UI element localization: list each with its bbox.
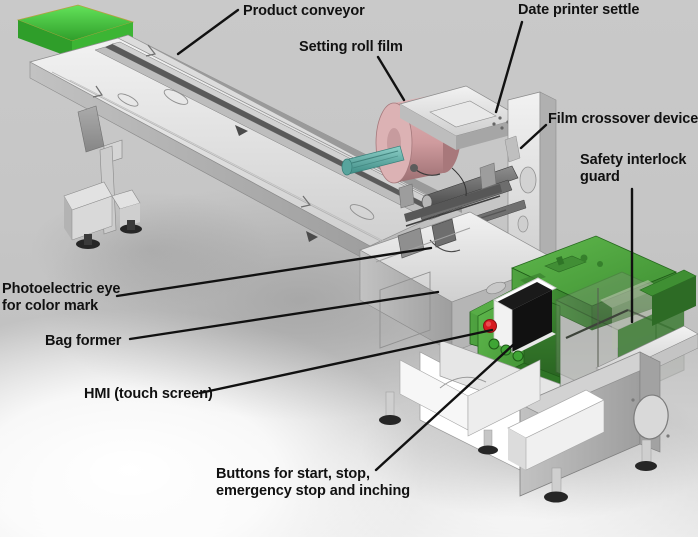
label-line-1: Safety interlock [580,152,687,168]
label-setting-roll-film: Setting roll film [299,39,403,55]
machine-base [379,339,670,503]
label-control-buttons: Buttons for start, stop,emergency stop a… [216,466,410,500]
hmi-panel[interactable] [492,277,558,354]
label-hmi-touch-screen: HMI (touch screen) [84,386,213,402]
leader-film-crossover-device [519,123,548,150]
machine-upright-frame [504,91,557,269]
leader-control-buttons [374,342,516,472]
leader-photoelectric-eye [115,246,433,298]
leader-bag-former [128,290,440,341]
leader-hmi [198,328,494,395]
leader-product-conveyor [176,8,240,56]
conveyor-leg-front [63,105,142,249]
date-printer-plate [399,85,523,150]
leader-lines [115,8,634,472]
label-film-crossover-device: Film crossover device [548,111,698,127]
label-line-1: Buttons for start, stop, [216,466,370,482]
label-line-2: guard [580,169,620,185]
start-button[interactable] [488,338,500,350]
label-line-2: for color mark [2,298,99,314]
leader-date-printer-settle [494,20,524,114]
inching-button[interactable] [512,350,524,362]
label-bag-former: Bag former [45,333,122,349]
label-line-2: emergency stop and inching [216,483,410,499]
film-shaft [341,145,405,176]
label-line-1: Photoelectric eye [2,281,121,297]
label-date-printer-settle: Date printer settle [518,2,640,18]
leader-setting-roll-film [376,55,406,102]
label-product-conveyor: Product conveyor [243,3,365,19]
